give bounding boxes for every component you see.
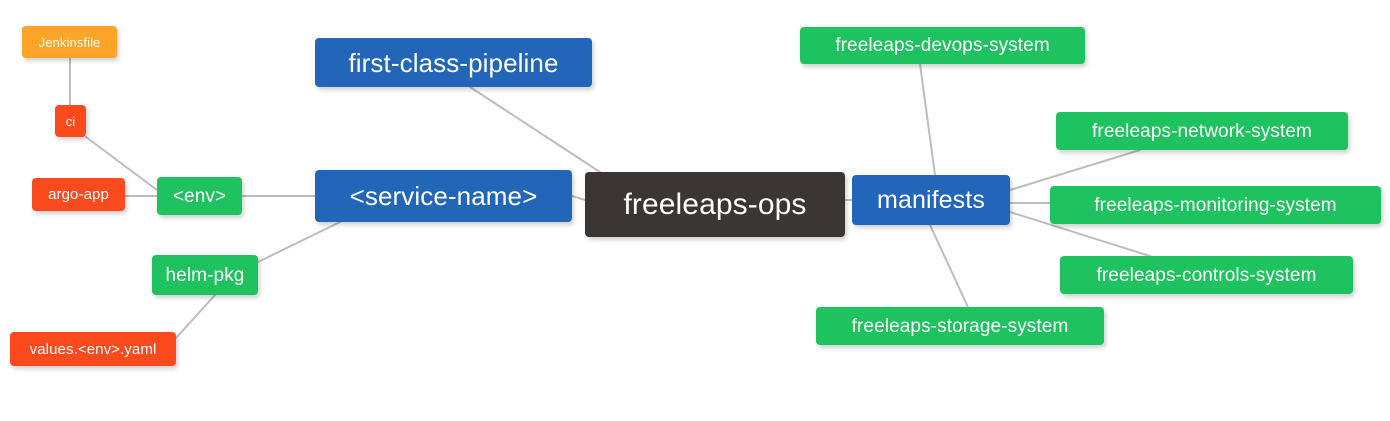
- node-label-jenkinsfile: Jenkinsfile: [38, 34, 101, 50]
- node-label-freeleaps-ops: freeleaps-ops: [623, 187, 807, 221]
- node-manifests[interactable]: manifests: [852, 175, 1010, 225]
- node-ci[interactable]: ci: [55, 105, 86, 137]
- node-label-monitoring-sys: freeleaps-monitoring-system: [1094, 194, 1337, 216]
- edge-values-yaml-to-helm-pkg: [175, 294, 216, 339]
- node-argo-app[interactable]: argo-app: [32, 178, 125, 211]
- node-helm-pkg[interactable]: helm-pkg: [152, 255, 258, 295]
- node-label-network-sys: freeleaps-network-system: [1092, 120, 1312, 142]
- node-jenkinsfile[interactable]: Jenkinsfile: [22, 26, 117, 58]
- node-label-ci: ci: [65, 113, 76, 129]
- edge-manifests-to-network-sys: [1009, 149, 1141, 191]
- node-label-pipeline: first-class-pipeline: [348, 47, 559, 78]
- node-network-sys[interactable]: freeleaps-network-system: [1056, 112, 1348, 150]
- node-label-devops-sys: freeleaps-devops-system: [835, 35, 1050, 56]
- node-values-yaml[interactable]: values.<env>.yaml: [10, 332, 176, 366]
- node-label-controls-sys: freeleaps-controls-system: [1096, 264, 1317, 286]
- node-label-values-yaml: values.<env>.yaml: [29, 340, 157, 358]
- node-label-storage-sys: freeleaps-storage-system: [851, 315, 1069, 337]
- node-label-helm-pkg: helm-pkg: [165, 264, 245, 286]
- node-env[interactable]: <env>: [157, 177, 242, 215]
- edge-pipeline-to-freeleaps-ops: [469, 86, 601, 173]
- node-devops-sys[interactable]: freeleaps-devops-system: [800, 27, 1085, 64]
- node-storage-sys[interactable]: freeleaps-storage-system: [816, 307, 1104, 345]
- edge-manifests-to-devops-sys: [919, 63, 936, 176]
- node-label-manifests: manifests: [877, 185, 985, 214]
- edge-helm-pkg-to-service-name: [257, 221, 341, 263]
- node-label-service-name: <service-name>: [349, 181, 538, 211]
- node-label-argo-app: argo-app: [48, 186, 109, 203]
- node-freeleaps-ops[interactable]: freeleaps-ops: [585, 172, 845, 237]
- node-label-env: <env>: [172, 185, 227, 207]
- edge-service-name-to-freeleaps-ops: [571, 195, 586, 201]
- node-pipeline[interactable]: first-class-pipeline: [315, 38, 592, 87]
- node-monitoring-sys[interactable]: freeleaps-monitoring-system: [1050, 186, 1381, 224]
- node-service-name[interactable]: <service-name>: [315, 170, 572, 222]
- edge-manifests-to-storage-sys: [929, 224, 969, 308]
- node-controls-sys[interactable]: freeleaps-controls-system: [1060, 256, 1353, 294]
